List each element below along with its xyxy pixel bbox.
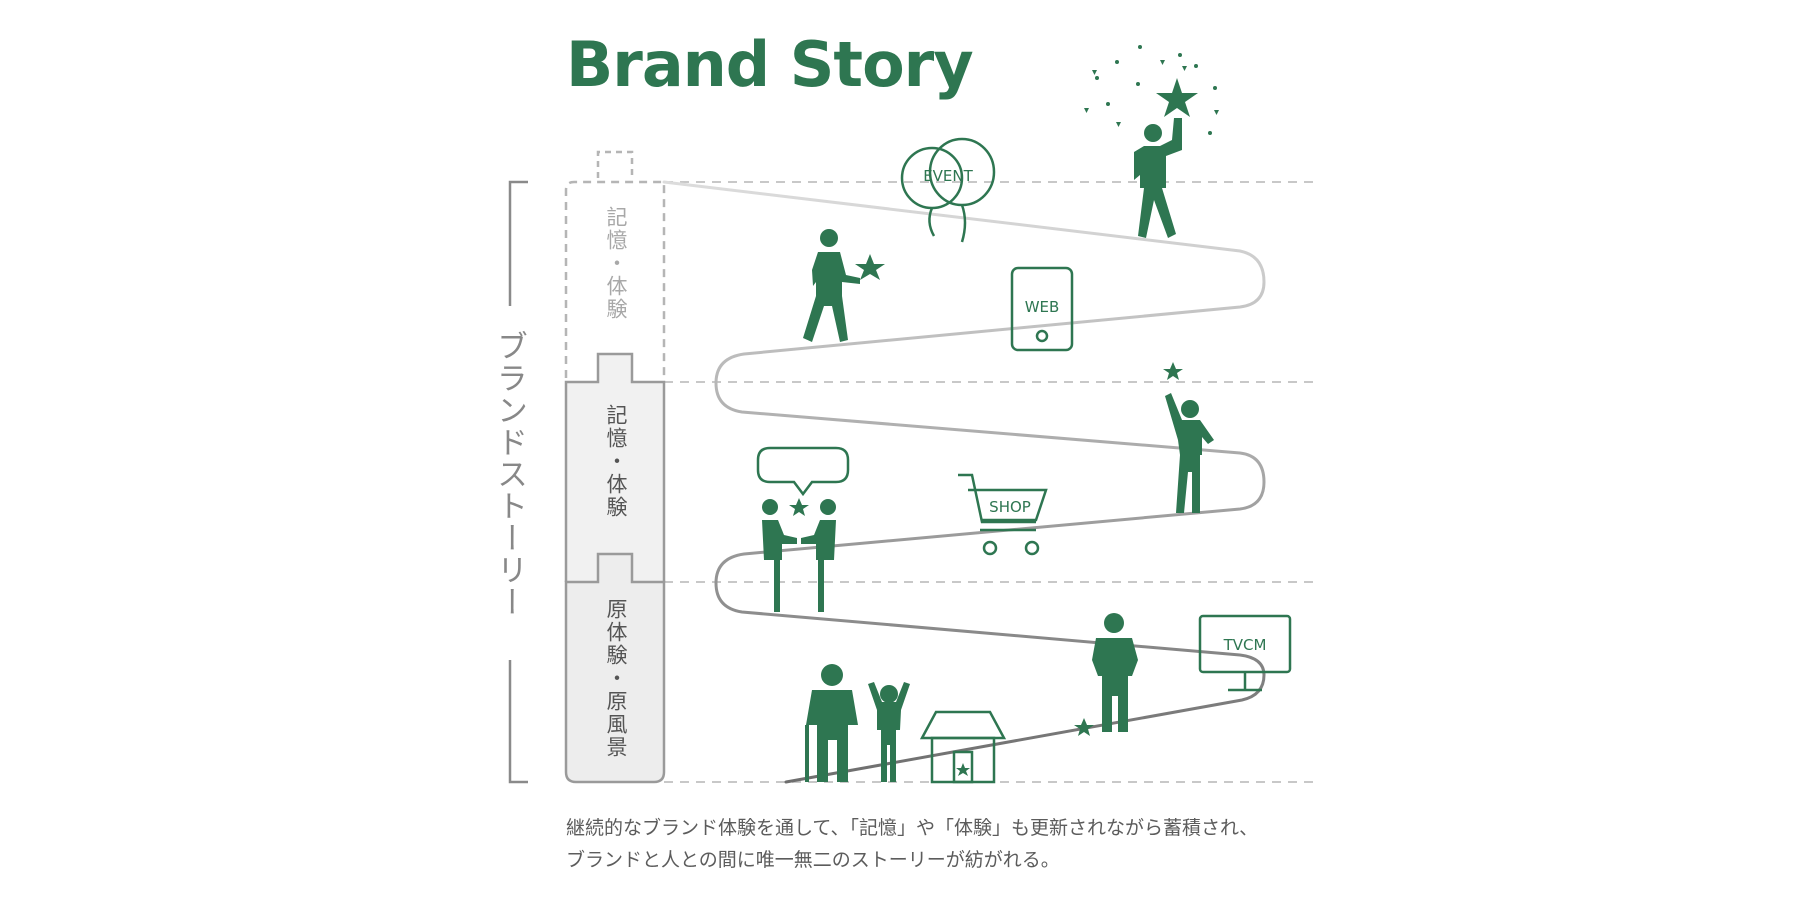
two-people-meeting-icon	[762, 499, 836, 612]
smartphone-icon	[1010, 266, 1074, 352]
stack-column	[564, 150, 666, 784]
caption-line-1: 継続的なブランド体験を通して、「記憶」や「体験」も更新されながら蓄積され、	[566, 817, 1259, 839]
star-icon	[1163, 362, 1183, 380]
confetti-icon	[1084, 45, 1219, 135]
star-icon	[789, 498, 809, 516]
column-label-top: 記憶・体験	[604, 206, 628, 321]
star-icon	[855, 254, 885, 280]
person-with-star-icon	[803, 229, 860, 342]
person-reaching-icon	[1165, 393, 1214, 513]
tvcm-icon	[1198, 614, 1292, 692]
bracket-bottom	[508, 660, 528, 784]
shopping-cart-icon	[958, 473, 1048, 556]
star-icon	[956, 763, 970, 776]
column-label-middle: 記憶・体験	[604, 404, 628, 519]
shop-label: SHOP	[989, 498, 1031, 516]
web-label: WEB	[1025, 298, 1060, 316]
stack-block-top	[564, 180, 666, 378]
page-title: Brand Story	[566, 28, 974, 101]
star-icon	[1074, 718, 1094, 736]
speech-bubble-icon	[756, 446, 850, 497]
column-label-bottom: 原体験・原風景	[604, 598, 628, 759]
tvcm-label: TVCM	[1223, 636, 1267, 654]
child-cheering-icon	[868, 682, 910, 782]
shop-house-icon	[919, 710, 1007, 784]
caption-line-2: ブランドと人との間に唯一無二のストーリーが紡がれる。	[566, 849, 1060, 871]
standing-person-icon	[1092, 613, 1138, 732]
stack-block-bottom	[564, 552, 666, 784]
zigzag-path	[662, 180, 1266, 784]
brand-story-side-label: ブランドストーリー	[491, 330, 527, 618]
star-icon	[1156, 78, 1198, 117]
stack-block-middle	[564, 352, 666, 582]
caption: 継続的なブランド体験を通して、「記憶」や「体験」も更新されながら蓄積され、 ブラ…	[566, 812, 1258, 876]
balloons-icon	[900, 137, 996, 243]
event-label: EVENT	[923, 167, 973, 185]
bracket	[508, 180, 528, 784]
elder-with-cane-icon	[805, 664, 858, 782]
stack-cap	[596, 150, 634, 178]
person-holding-star-icon	[1134, 118, 1182, 238]
bracket-top	[508, 180, 528, 306]
level-lines	[664, 181, 1316, 783]
